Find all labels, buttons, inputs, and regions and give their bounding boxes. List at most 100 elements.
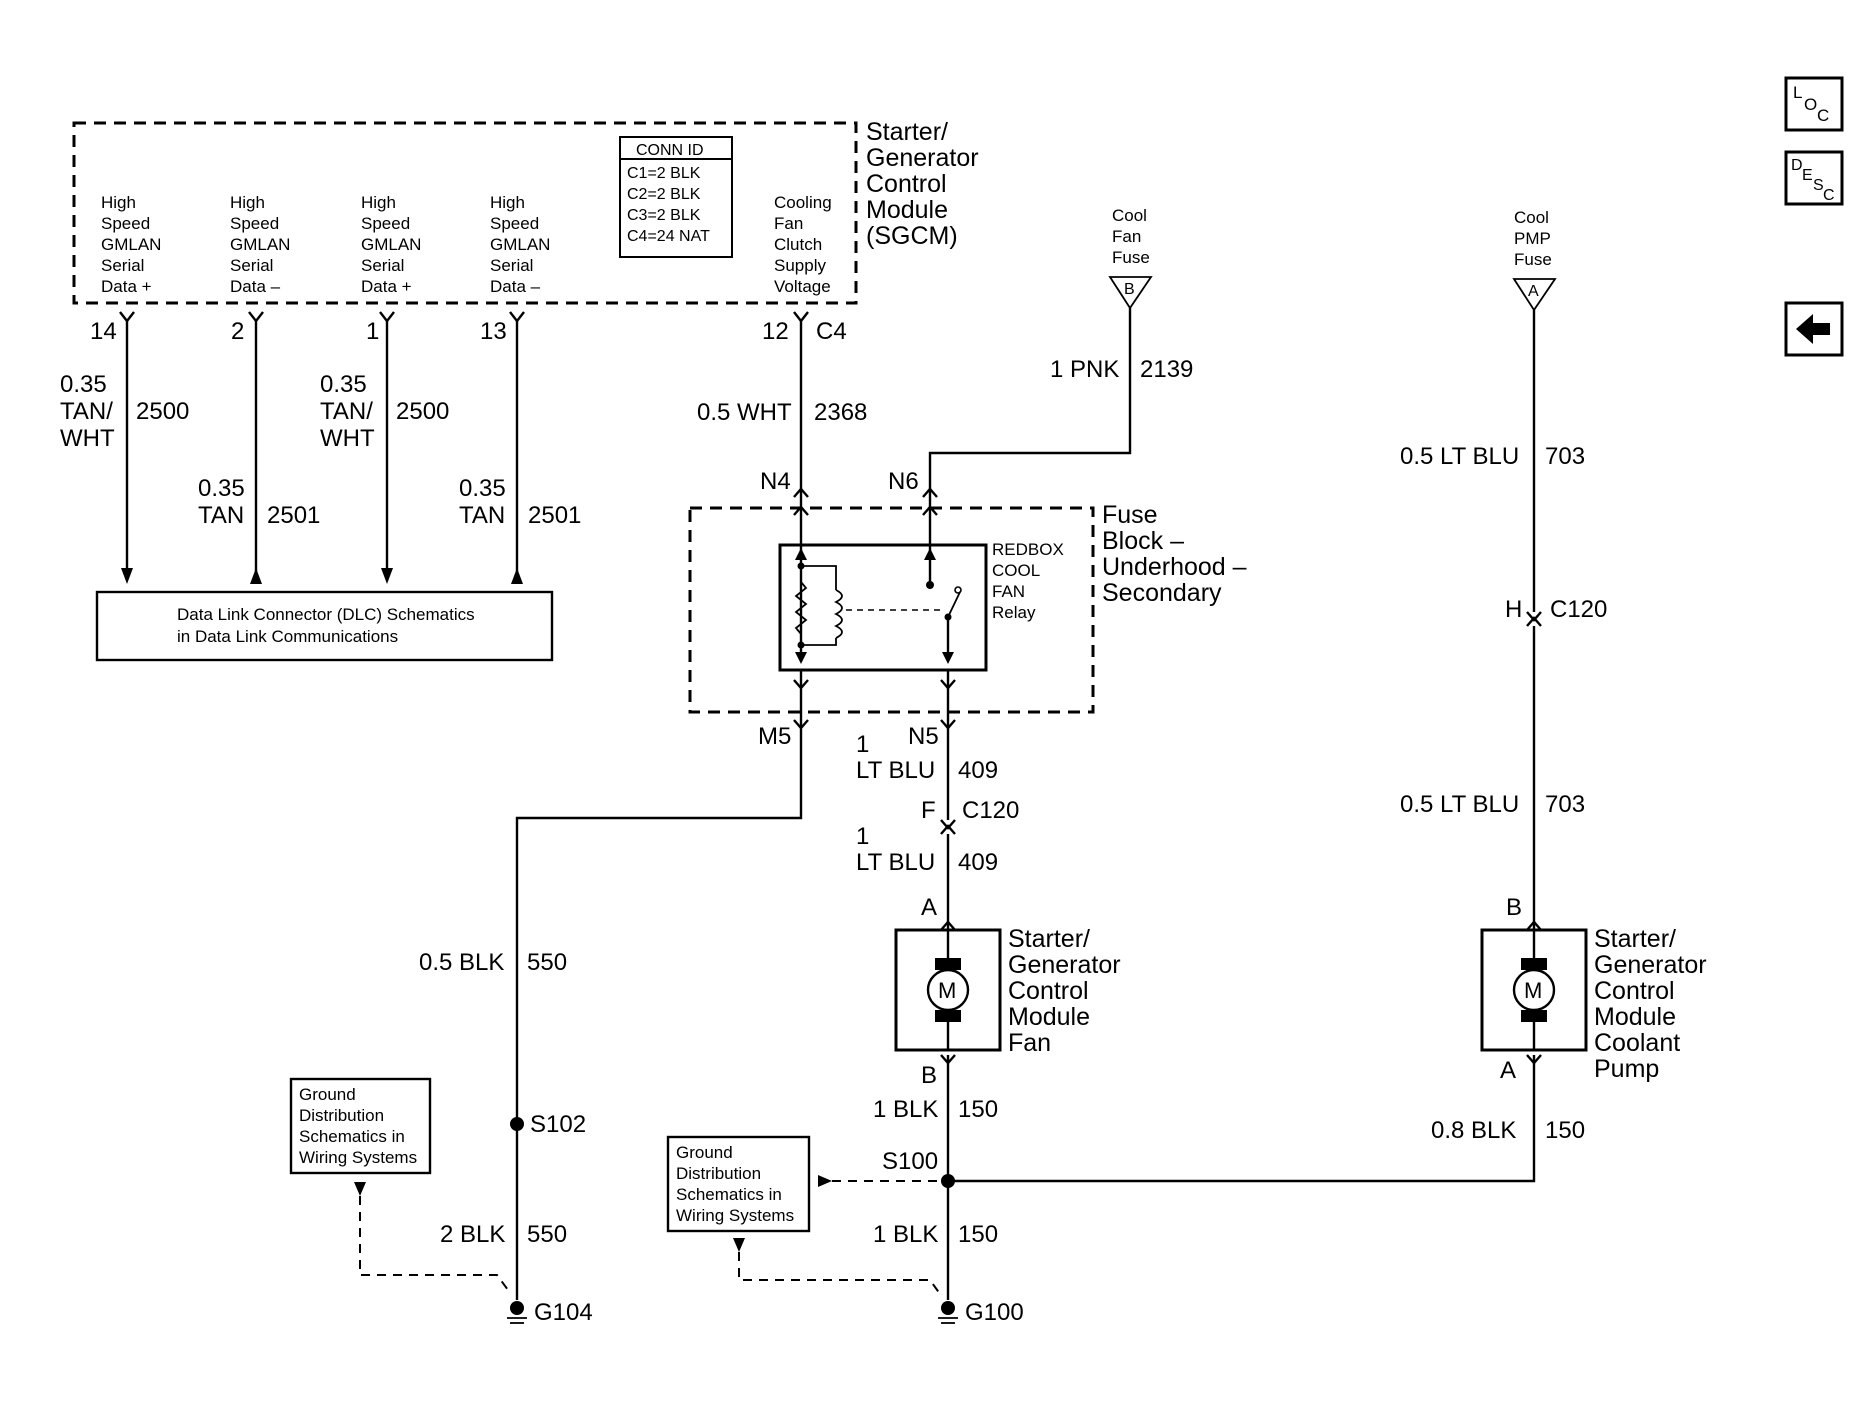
fuse-block-label: Fuse Block – Underhood – Secondary bbox=[1102, 501, 1254, 607]
fuse-block-pin-m5: M5 bbox=[758, 723, 791, 750]
coil-icon bbox=[833, 589, 843, 639]
ground-ref-right[interactable]: Ground Distribution Schematics in Wiring… bbox=[666, 1135, 811, 1233]
motor-symbol: M bbox=[938, 978, 956, 1003]
sgcm-label: Starter/ Generator Control Module (SGCM) bbox=[866, 118, 986, 250]
ground-ref-left-arrow bbox=[354, 1182, 366, 1196]
wire-size-top: 1 bbox=[856, 731, 869, 758]
c120-pin-f: F bbox=[921, 797, 936, 824]
pump-pin-a: A bbox=[1500, 1057, 1516, 1084]
resistor-icon bbox=[794, 581, 808, 635]
pin-label-data-plus-2: High Speed GMLAN Serial Data + bbox=[361, 193, 426, 296]
fuse-block-pin-n4: N4 bbox=[760, 468, 791, 495]
connector-c120-h bbox=[1526, 611, 1542, 627]
circuit-2500-a: 2500 bbox=[136, 398, 189, 425]
desc-button[interactable]: D E S C bbox=[1784, 150, 1844, 206]
relay-label: REDBOX COOL FAN Relay bbox=[992, 540, 1069, 622]
splice-s100-label: S100 bbox=[882, 1148, 938, 1175]
wire-label-1-pnk: 1 PNK bbox=[1050, 356, 1119, 383]
back-arrow-icon bbox=[1796, 314, 1830, 344]
back-button[interactable] bbox=[1784, 301, 1844, 357]
fan-motor-label: Starter/ Generator Control Module Fan bbox=[1008, 925, 1128, 1057]
desc-letter-d: D bbox=[1791, 157, 1803, 174]
splice-s102 bbox=[510, 1117, 524, 1131]
wire-label-2500-b: 0.35 TAN/ WHT bbox=[320, 371, 380, 452]
loc-button[interactable]: L O C bbox=[1784, 76, 1844, 132]
pin-number-12: 12 bbox=[762, 318, 789, 345]
connector-c4: C4 bbox=[816, 318, 847, 345]
wire-color-bot: LT BLU bbox=[856, 849, 935, 876]
desc-letter-e: E bbox=[1802, 167, 1813, 184]
wire-label-lt-blu-bot: 0.5 LT BLU bbox=[1400, 791, 1519, 818]
wire-label-2-blk: 2 BLK bbox=[440, 1221, 505, 1248]
connector-c120-f bbox=[940, 819, 956, 835]
conn-id-title: CONN ID bbox=[636, 142, 704, 159]
circuit-150-bot: 150 bbox=[958, 1221, 998, 1248]
data-wire-1 bbox=[119, 311, 135, 584]
circuit-550-top: 550 bbox=[527, 949, 567, 976]
circuit-703-top: 703 bbox=[1545, 443, 1585, 470]
conn-id-row: C4=24 NAT bbox=[627, 228, 710, 245]
wire-size-bot: 1 bbox=[856, 823, 869, 850]
circuit-2500-b: 2500 bbox=[396, 398, 449, 425]
wire-550 bbox=[515, 732, 803, 1300]
cool-fan-fuse-letter: B bbox=[1124, 281, 1135, 298]
wire-color-top: LT BLU bbox=[856, 757, 935, 784]
wire-label-1-blk-bot: 1 BLK bbox=[873, 1221, 938, 1248]
wire-label-1-blk-top: 1 BLK bbox=[873, 1096, 938, 1123]
ground-ref-left-dash bbox=[359, 1196, 509, 1291]
c120-label-fan: C120 bbox=[962, 797, 1019, 824]
c120-label-pump: C120 bbox=[1550, 596, 1607, 623]
wire-label-0-8-blk: 0.8 BLK bbox=[1431, 1117, 1516, 1144]
ground-icon bbox=[507, 1301, 527, 1324]
c120-pin-h: H bbox=[1505, 596, 1522, 623]
wire-label-2501-b: 0.35 TAN bbox=[459, 475, 512, 529]
circuit-150-pump: 150 bbox=[1545, 1117, 1585, 1144]
wire-2139 bbox=[928, 308, 1132, 489]
fan-motor: M bbox=[894, 928, 1002, 1052]
desc-letter-c: C bbox=[1823, 187, 1835, 204]
conn-id-row: C2=2 BLK bbox=[627, 186, 701, 203]
ground-ref-left[interactable]: Ground Distribution Schematics in Wiring… bbox=[289, 1077, 432, 1175]
sgcm-module-box bbox=[72, 121, 858, 305]
ground-ref-right-text: Ground Distribution Schematics in Wiring… bbox=[676, 1143, 794, 1225]
pin-12-terminal bbox=[793, 311, 809, 323]
ground-g100: G100 bbox=[965, 1299, 1024, 1326]
redbox-cool-fan-relay: REDBOX COOL FAN Relay bbox=[778, 540, 1069, 672]
pump-pin-b: B bbox=[1506, 894, 1522, 921]
ground-ref-right-arrow bbox=[733, 1238, 745, 1252]
loc-letter-c: C bbox=[1817, 106, 1829, 125]
cool-fan-fuse-symbol bbox=[1108, 276, 1153, 310]
cool-pmp-fuse-label: Cool PMP Fuse bbox=[1514, 208, 1555, 269]
fan-pin-a: A bbox=[921, 894, 937, 921]
cool-pmp-fuse-letter: A bbox=[1528, 283, 1539, 300]
pump-motor-label: Starter/ Generator Control Module Coolan… bbox=[1594, 925, 1714, 1083]
ground-ref-right-dash bbox=[738, 1252, 941, 1295]
circuit-2139: 2139 bbox=[1140, 356, 1193, 383]
circuit-409-top: 409 bbox=[958, 757, 998, 784]
motor-symbol: M bbox=[1524, 978, 1542, 1003]
wire-label-0-5-blk: 0.5 BLK bbox=[419, 949, 504, 976]
connector-m5 bbox=[793, 670, 809, 732]
circuit-703-bot: 703 bbox=[1545, 791, 1585, 818]
loc-letter-l: L bbox=[1793, 83, 1802, 102]
circuit-550-bot: 550 bbox=[527, 1221, 567, 1248]
conn-id-row: C3=2 BLK bbox=[627, 207, 701, 224]
fuse-block-pin-n5: N5 bbox=[908, 723, 939, 750]
data-wire-3 bbox=[379, 311, 395, 584]
ground-ref-left-text: Ground Distribution Schematics in Wiring… bbox=[299, 1085, 417, 1167]
pin-label-data-plus-1: High Speed GMLAN Serial Data + bbox=[101, 193, 166, 296]
circuit-150-top: 150 bbox=[958, 1096, 998, 1123]
wire-label-2500-a: 0.35 TAN/ WHT bbox=[60, 371, 120, 452]
loc-letter-o: O bbox=[1804, 95, 1817, 114]
pin-label-data-minus-2: High Speed GMLAN Serial Data – bbox=[490, 193, 555, 296]
wire-label-lt-blu-top: 0.5 LT BLU bbox=[1400, 443, 1519, 470]
dlc-reference-box[interactable]: Data Link Connector (DLC) Schematics in … bbox=[95, 590, 554, 662]
pin-label-cooling-fan-clutch: Cooling Fan Clutch Supply Voltage bbox=[774, 193, 836, 296]
pin-label-data-minus-1: High Speed GMLAN Serial Data – bbox=[230, 193, 295, 296]
ground-g104: G104 bbox=[534, 1299, 593, 1326]
connector-n5 bbox=[940, 670, 956, 732]
pin-number-2: 2 bbox=[231, 318, 244, 345]
data-wire-4 bbox=[509, 311, 525, 584]
circuit-2501-a: 2501 bbox=[267, 502, 320, 529]
